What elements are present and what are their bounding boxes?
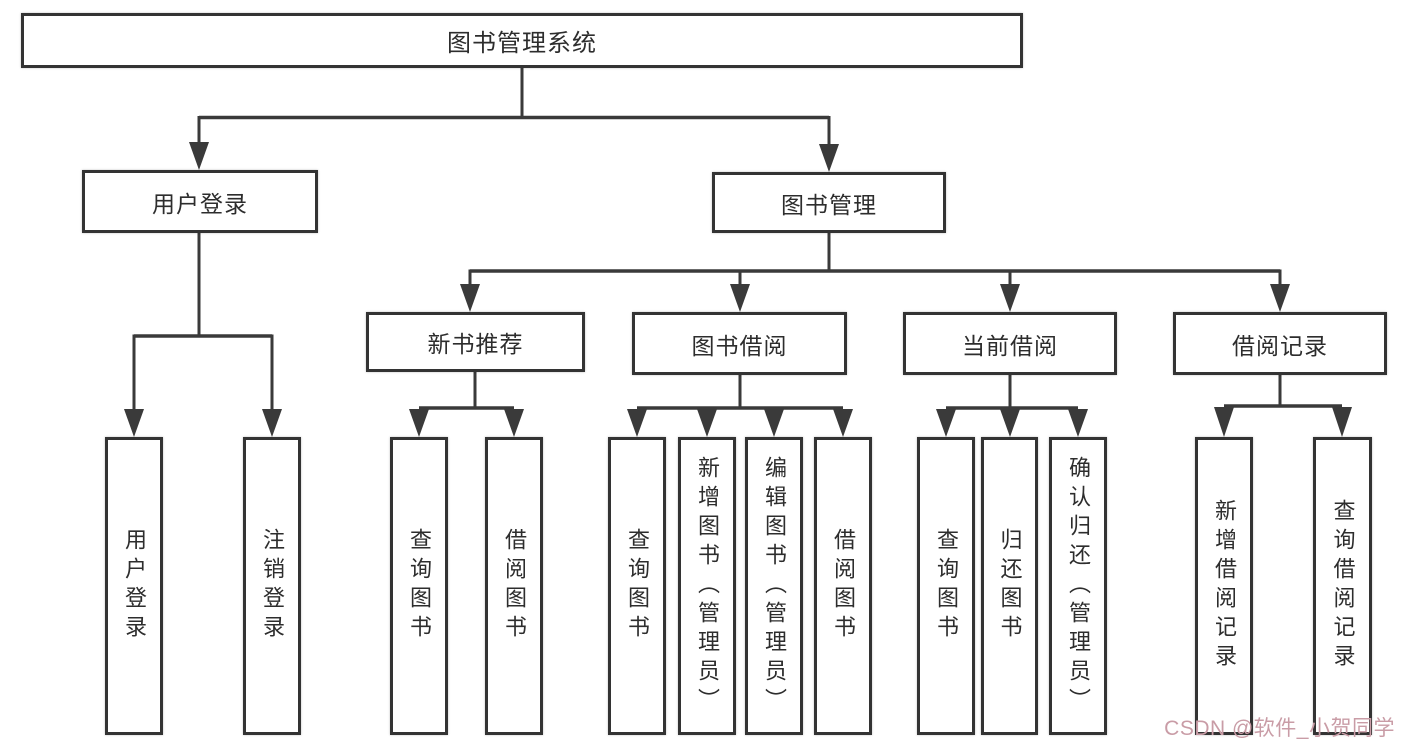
- node-library-management-system: 图书管理系统: [21, 13, 1023, 68]
- node-book-borrow: 图书借阅: [632, 312, 847, 375]
- leaf-label: 编辑图书（管理员）: [762, 455, 787, 717]
- leaf-label: 借阅图书: [502, 528, 527, 644]
- node-user-login: 用户登录: [82, 170, 318, 233]
- leaf-label: 确认归还（管理员）: [1066, 455, 1091, 717]
- leaf-user-login: 用户登录: [105, 437, 163, 735]
- leaf-borrow-books: 借阅图书: [814, 437, 872, 735]
- node-label: 新书推荐: [427, 331, 524, 357]
- leaf-query-books-borrow: 查询图书: [608, 437, 666, 735]
- leaf-label: 归还图书: [997, 528, 1023, 644]
- node-label: 图书借阅: [691, 332, 788, 359]
- leaf-label: 注销登录: [260, 528, 285, 644]
- node-borrow-record: 借阅记录: [1173, 312, 1387, 375]
- node-book-management: 图书管理: [712, 172, 946, 233]
- leaf-label: 查询图书: [625, 528, 650, 644]
- node-label: 当前借阅: [962, 332, 1058, 359]
- node-label: 图书管理: [781, 191, 877, 218]
- leaf-label: 借阅图书: [831, 528, 856, 644]
- leaf-add-borrow-record: 新增借阅记录: [1195, 437, 1253, 735]
- node-label: 用户登录: [152, 190, 248, 217]
- leaf-label: 用户登录: [122, 528, 147, 644]
- leaf-return-books: 归还图书: [981, 437, 1038, 735]
- leaf-edit-books-admin: 编辑图书（管理员）: [745, 437, 803, 735]
- node-label: 借阅记录: [1232, 332, 1328, 359]
- leaf-confirm-return-admin: 确认归还（管理员）: [1049, 437, 1107, 735]
- node-label: 图书管理系统: [447, 30, 597, 57]
- node-new-book-recommend: 新书推荐: [366, 312, 585, 372]
- csdn-watermark: CSDN @软件_小贺同学: [1164, 717, 1395, 740]
- leaf-label: 新增图书（管理员）: [695, 455, 720, 717]
- leaf-label: 查询借阅记录: [1330, 499, 1356, 673]
- node-current-borrow: 当前借阅: [903, 312, 1117, 375]
- leaf-add-books-admin: 新增图书（管理员）: [678, 437, 736, 735]
- leaf-query-books-current: 查询图书: [917, 437, 975, 735]
- leaf-logout: 注销登录: [243, 437, 301, 735]
- leaf-borrow-books-recommend: 借阅图书: [485, 437, 543, 735]
- leaf-query-books-recommend: 查询图书: [390, 437, 448, 735]
- leaf-label: 新增借阅记录: [1212, 499, 1237, 673]
- leaf-label: 查询图书: [407, 528, 432, 644]
- leaf-query-borrow-record: 查询借阅记录: [1313, 437, 1372, 735]
- leaf-label: 查询图书: [934, 528, 959, 644]
